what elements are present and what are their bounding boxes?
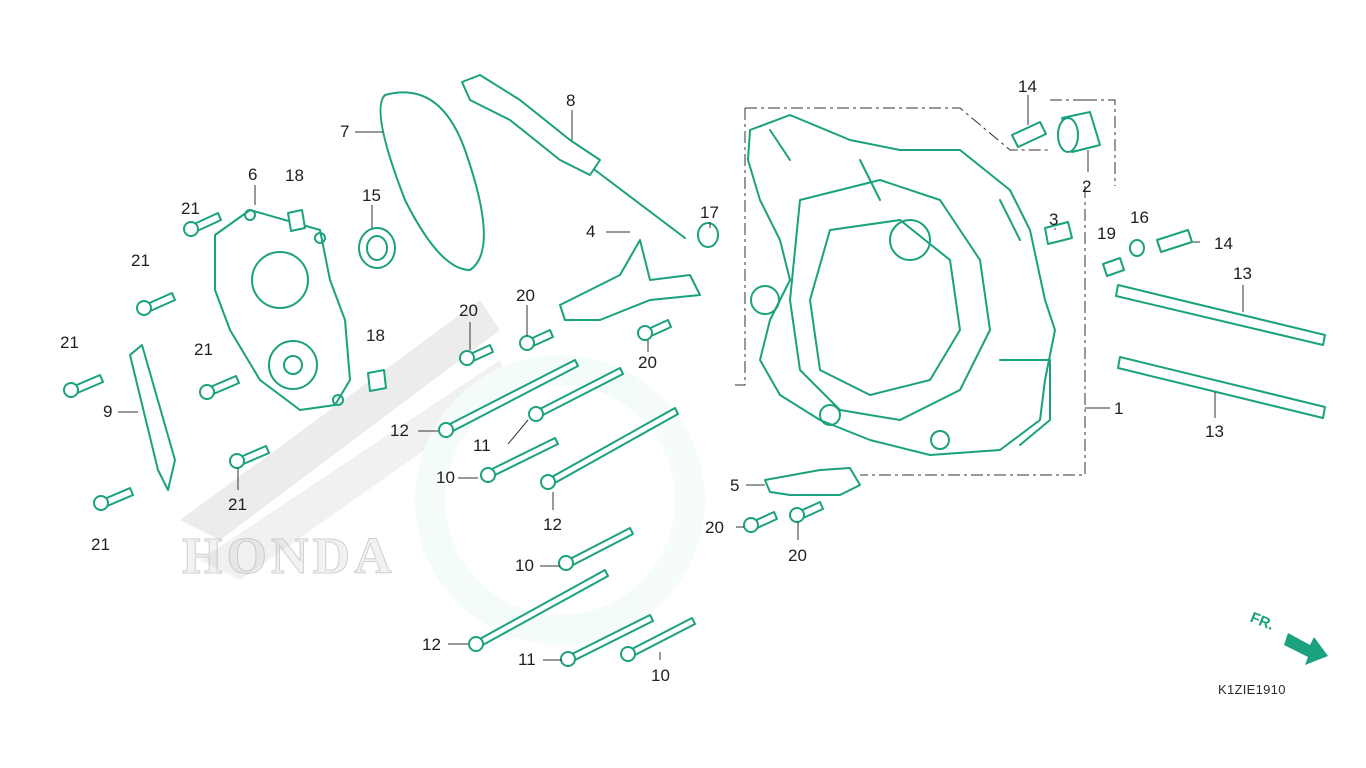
callout-6: 6 <box>248 165 258 184</box>
callout-2: 2 <box>1082 177 1092 196</box>
callout-20-b: 20 <box>516 286 535 305</box>
cover-part-6 <box>214 209 351 411</box>
callout-20-e: 20 <box>788 546 807 565</box>
callout-12-b: 12 <box>543 515 562 534</box>
callout-21-c: 21 <box>60 333 79 352</box>
o-ring-part-17 <box>697 222 719 248</box>
callout-17: 17 <box>700 203 719 222</box>
bushing-part-2 <box>1057 111 1101 153</box>
o-ring-part-7 <box>379 91 485 271</box>
callout-21-f: 21 <box>91 535 110 554</box>
leader-lines <box>118 95 1244 661</box>
callout-14-a: 14 <box>1018 77 1037 96</box>
collar-part-3 <box>1044 221 1073 245</box>
bracket-part-5 <box>764 467 861 496</box>
callout-3: 3 <box>1049 210 1059 229</box>
callout-12-a: 12 <box>390 421 409 440</box>
pin-part-19 <box>1102 257 1125 277</box>
drawing-code: K1ZIE1910 <box>1218 682 1286 697</box>
collar-part-14-right <box>1156 229 1193 253</box>
callout-20-a: 20 <box>459 301 478 320</box>
callout-11-b: 11 <box>518 650 536 669</box>
callout-12-c: 12 <box>422 635 441 654</box>
callout-20-c: 20 <box>638 353 657 372</box>
collar-part-14-top <box>1011 121 1047 148</box>
callout-18-a: 18 <box>285 166 304 185</box>
callout-5: 5 <box>730 476 740 495</box>
stud-part-13-upper <box>1115 284 1326 346</box>
callout-21-a: 21 <box>181 199 200 218</box>
callout-13-b: 13 <box>1205 422 1224 441</box>
callout-15: 15 <box>362 186 381 205</box>
callout-10-a: 10 <box>436 468 455 487</box>
callout-20-d: 20 <box>705 518 724 537</box>
callout-4: 4 <box>586 222 596 241</box>
crankcase-part-1 <box>747 114 1056 456</box>
callout-18-b: 18 <box>366 326 385 345</box>
dipstick-part-8 <box>461 74 601 176</box>
bracket-part-4 <box>559 239 701 321</box>
bolts-group <box>438 359 696 667</box>
callout-11-a: 11 <box>473 436 491 455</box>
dowel-part-18-top <box>287 209 306 232</box>
short-bolts-group <box>63 212 824 533</box>
callout-9: 9 <box>103 402 113 421</box>
dowel-part-18-bottom <box>367 369 387 392</box>
bracket-part-9 <box>129 344 176 491</box>
callout-7: 7 <box>340 122 350 141</box>
wing-emblem-watermark <box>180 300 705 645</box>
assembly-boundary-dashed <box>735 99 1116 476</box>
callout-21-e: 21 <box>228 495 247 514</box>
callout-10-b: 10 <box>515 556 534 575</box>
washer-part-16 <box>1129 239 1145 257</box>
callout-8: 8 <box>566 91 576 110</box>
callout-19: 19 <box>1097 224 1116 243</box>
callout-16: 16 <box>1130 208 1149 227</box>
seal-part-15 <box>358 227 396 269</box>
callout-21-b: 21 <box>131 251 150 270</box>
front-arrow-icon <box>1284 633 1328 665</box>
callout-14-b: 14 <box>1214 234 1233 253</box>
callout-1: 1 <box>1114 399 1124 418</box>
callout-13-a: 13 <box>1233 264 1252 283</box>
honda-watermark-logo: HONDA <box>182 528 396 586</box>
callout-21-d: 21 <box>194 340 213 359</box>
callout-10-c: 10 <box>651 666 670 685</box>
stud-part-13-lower <box>1117 356 1326 419</box>
